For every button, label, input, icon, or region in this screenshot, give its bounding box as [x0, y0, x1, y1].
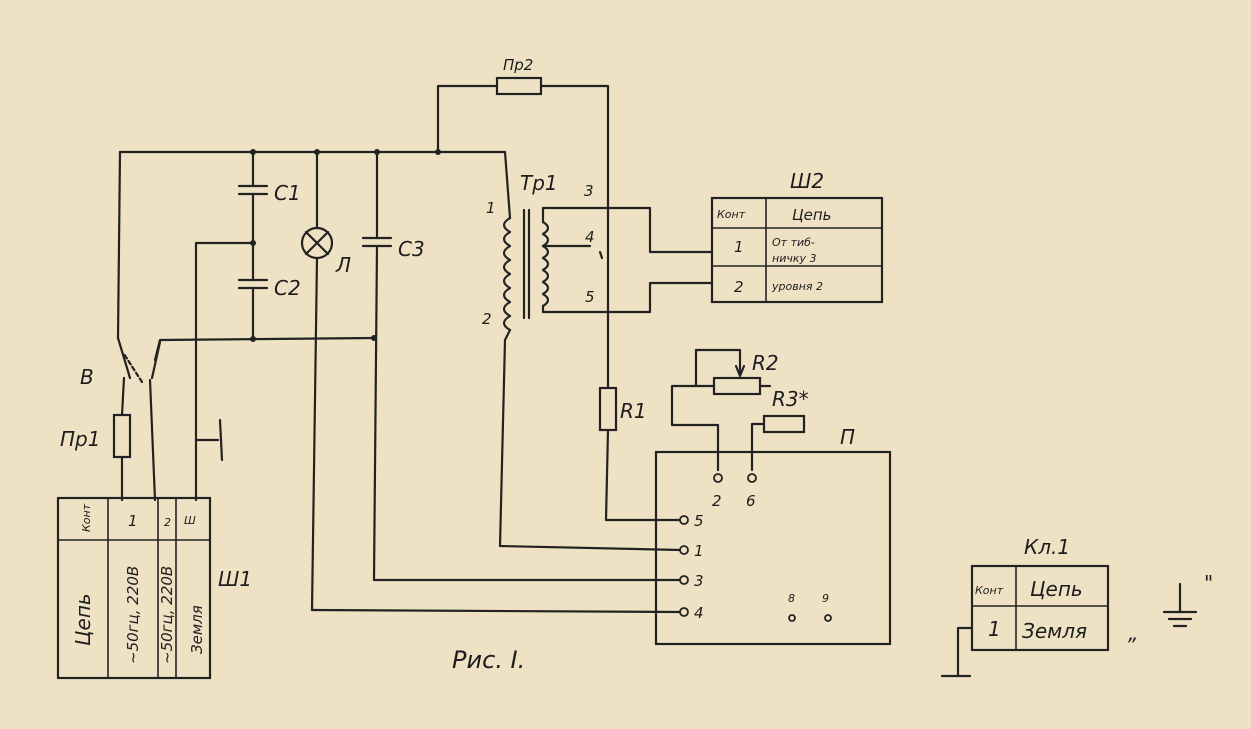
- sh1-row1-circuit: ~50гц, 220В: [124, 566, 142, 664]
- ground-symbol-icon: [1162, 582, 1198, 628]
- resistor-r1: R1: [598, 386, 682, 522]
- kl1-header-contact: Конт: [975, 584, 1004, 597]
- kl1-row1-contact: 1: [988, 617, 1001, 641]
- sh2-header-circuit: Цепь: [792, 206, 832, 224]
- fuse-pr1-label: Пр1: [60, 427, 100, 451]
- switch-b-label: В: [80, 365, 94, 389]
- device-pin-row3: 3: [694, 572, 704, 590]
- tr1-pin2-label: 2: [482, 310, 492, 328]
- capacitor-c2-label: С2: [274, 276, 301, 300]
- tr1-pin4-label: 4: [585, 228, 595, 246]
- tr1-pin1-label: 1: [486, 199, 496, 217]
- transformer-tr1: Тр1 1 2 3 4 5: [482, 171, 714, 548]
- sh1-header-circuit: Цепь: [71, 593, 95, 646]
- sh2-header-contact: Конт: [717, 208, 746, 221]
- sh2-row1-circuit: От тиб-: [772, 236, 815, 249]
- device-pin-row2: 1: [694, 542, 704, 560]
- switch-b: В: [80, 150, 162, 502]
- top-bus: [118, 149, 512, 220]
- device-pin-top-right: 6: [746, 492, 756, 510]
- connector-sh2: Ш2 Конт Цепь 1 От тиб- ничку 3 2 уровня …: [710, 169, 884, 304]
- tr1-pin3-label: 3: [584, 182, 594, 200]
- transformer-tr1-label: Тр1: [520, 171, 558, 195]
- sh1-row2-circuit: ~50гц, 220В: [158, 566, 176, 664]
- fuse-pr1: Пр1: [60, 413, 132, 502]
- figure-caption: Рис. I.: [452, 646, 525, 674]
- device-pin-row4: 4: [694, 604, 704, 622]
- capacitor-c1-label: С1: [274, 181, 301, 205]
- tr1-pin5-label: 5: [585, 288, 595, 306]
- device-pin-row1: 5: [694, 512, 704, 530]
- sh2-row3-circuit: уровня 2: [771, 280, 823, 293]
- device-pin-inner-left: 8: [788, 592, 795, 605]
- device-p-label: П: [840, 425, 855, 449]
- kl1-quote-open: „: [1128, 621, 1138, 645]
- device-pin-inner-right: 9: [822, 592, 829, 605]
- terminal-kl1: Кл.1 Конт Цепь 1 Земля „ ": [940, 535, 1213, 678]
- sh2-row1-contact: 1: [734, 238, 744, 256]
- resistor-r2: R2: [670, 348, 779, 472]
- sh2-row3-contact: 2: [734, 278, 744, 296]
- ground-stub: [194, 418, 224, 462]
- lamp-l: Л: [300, 150, 351, 612]
- sh2-row2-circuit: ничку 3: [772, 252, 817, 265]
- resistor-r3: R3*: [750, 387, 809, 472]
- device-p: П 2 6 5 1 3 4 8 9: [310, 425, 892, 646]
- resistor-r2-label: R2: [752, 351, 779, 375]
- fuse-pr2-label: Пр2: [503, 56, 533, 74]
- sh2-label: Ш2: [790, 169, 824, 193]
- kl1-header-circuit: Цепь: [1030, 577, 1083, 601]
- resistor-r3-label: R3*: [772, 387, 809, 411]
- fuse-pr2: Пр2: [436, 56, 610, 390]
- kl1-quote-close: ": [1204, 571, 1213, 595]
- capacitor-c1: С1: [237, 150, 301, 282]
- capacitor-c3: С3: [361, 150, 425, 582]
- sh1-row3-contact: Ш: [184, 514, 196, 527]
- capacitor-c3-label: С3: [398, 237, 425, 261]
- lamp-l-label: Л: [335, 253, 351, 277]
- capacitor-c2: С2: [194, 240, 301, 502]
- sh1-row3-circuit: Земля: [188, 605, 206, 654]
- switch-bus: [153, 335, 377, 362]
- resistor-r1-label: R1: [620, 399, 647, 423]
- sh1-row1-contact: 1: [128, 512, 138, 530]
- sh1-label: Ш1: [218, 567, 252, 591]
- kl1-row1-circuit: Земля: [1022, 619, 1087, 643]
- sh1-row2-contact: 2: [164, 516, 171, 529]
- sh1-header-contact: Конт: [80, 503, 93, 532]
- kl1-label: Кл.1: [1024, 535, 1070, 559]
- connector-sh1: Ш1 Конт Цепь 1 ~50гц, 220В 2 ~50гц, 220В…: [56, 496, 252, 680]
- device-pin-top-left: 2: [712, 492, 722, 510]
